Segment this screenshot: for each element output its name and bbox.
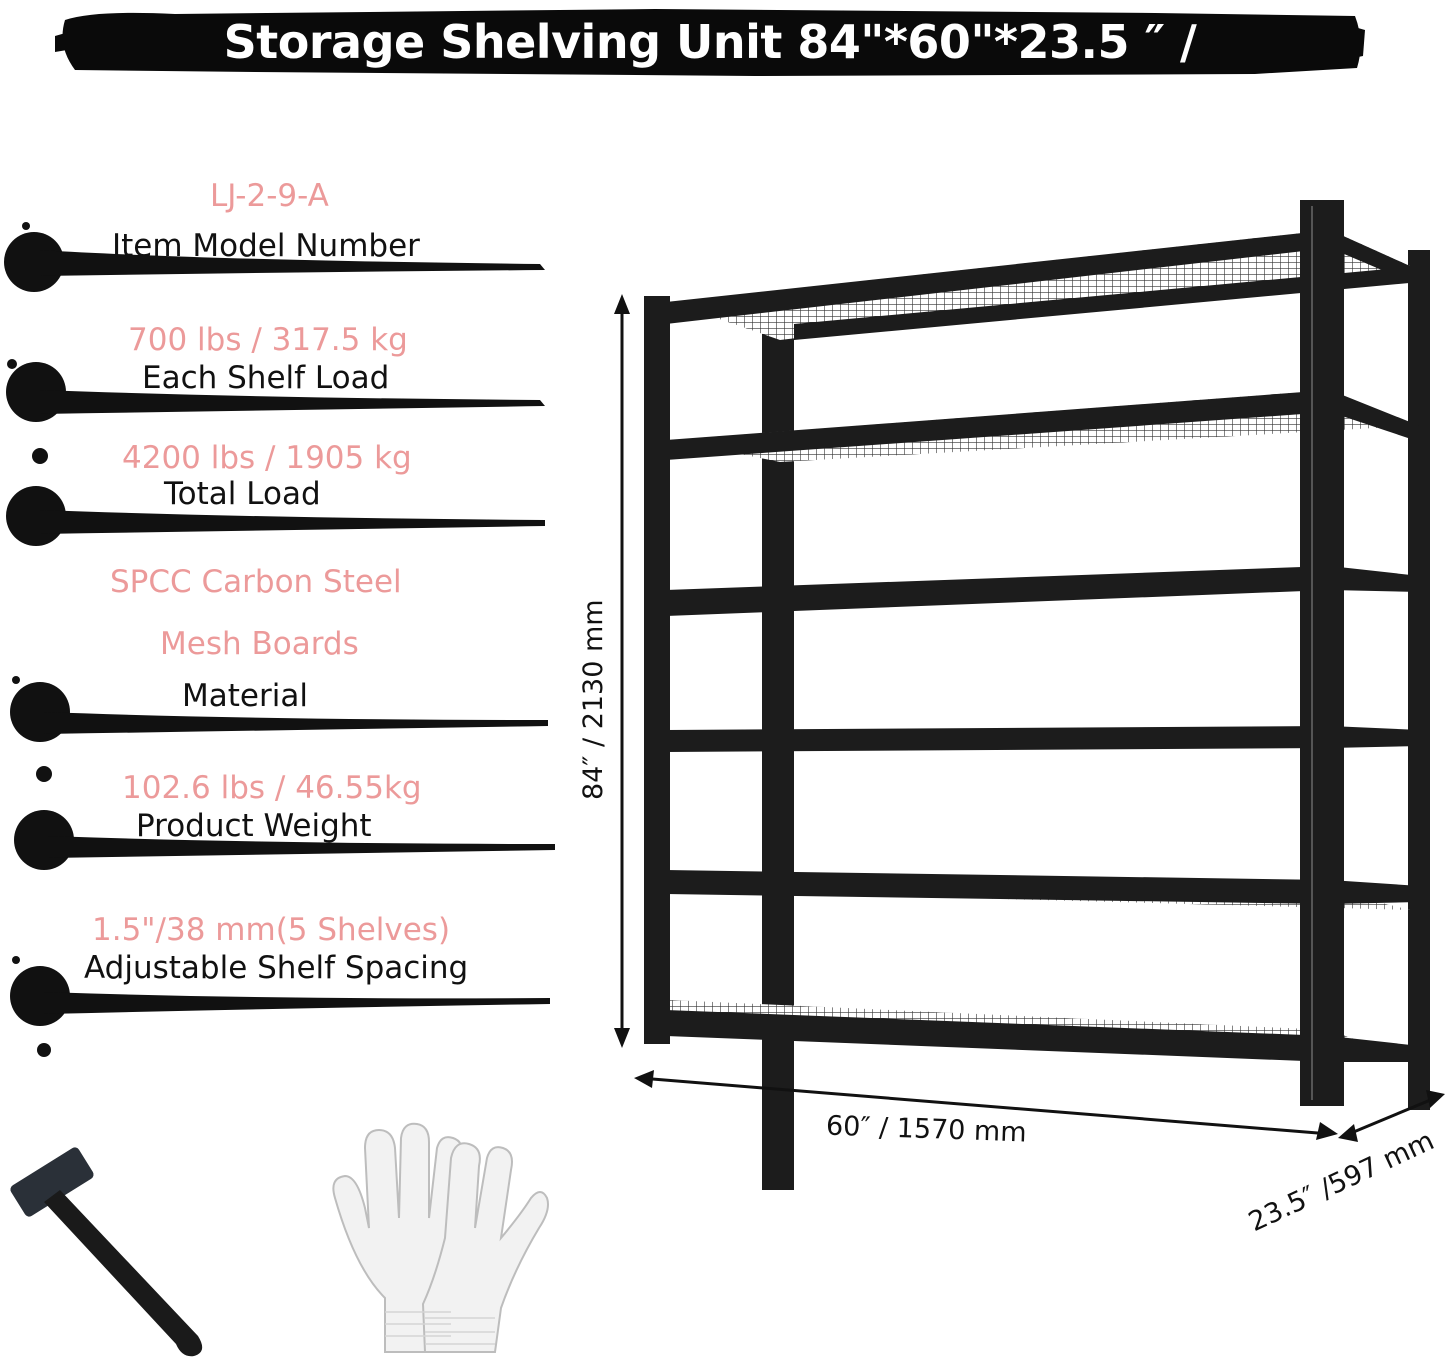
spec-value: 4200 lbs / 1905 kg <box>122 440 412 476</box>
front-left-post <box>644 296 670 1044</box>
brush-stroke-banner <box>55 9 1365 76</box>
spec-value: 1.5"/38 mm(5 Shelves) <box>92 912 451 948</box>
title-banner: Storage Shelving Unit 84"*60"*23.5 ″ / 2… <box>55 6 1365 141</box>
back-right-post <box>1408 250 1430 1110</box>
spec-value-secondary: Mesh Boards <box>160 626 359 662</box>
back-left-post <box>762 330 794 1190</box>
spec-label: Total Load <box>164 476 321 512</box>
shelf-beam <box>666 1010 1330 1062</box>
spec-value: LJ-2-9-A <box>210 178 329 214</box>
gloves-icon <box>332 1122 549 1353</box>
spec-value: 102.6 lbs / 46.55kg <box>122 770 422 806</box>
shelf-beam <box>666 870 1330 904</box>
brush-underline <box>10 676 548 742</box>
hammer-icon <box>10 1147 203 1357</box>
shelf-beam <box>666 726 1330 752</box>
shelf-beam <box>666 230 1330 324</box>
spec-label: Product Weight <box>136 808 372 844</box>
width-dimension-line <box>639 1076 1331 1136</box>
shelf-beam <box>666 566 1330 616</box>
shelf-beam <box>666 390 1330 460</box>
spec-label: Adjustable Shelf Spacing <box>84 950 469 986</box>
depth-dimension-line <box>1343 1094 1441 1138</box>
front-right-post <box>1300 200 1344 1106</box>
brush-underline <box>14 766 555 870</box>
brush-underline <box>4 222 545 292</box>
spec-value: 700 lbs / 317.5 kg <box>128 322 408 358</box>
brush-underline <box>10 956 550 1057</box>
spec-value: SPCC Carbon Steel <box>110 564 402 600</box>
spec-label: Material <box>182 678 308 714</box>
height-dimension-label: 84″ / 2130 mm <box>578 599 609 800</box>
brush-underline <box>6 448 545 546</box>
spec-label: Each Shelf Load <box>142 360 390 396</box>
shelving-unit-illustration <box>614 200 1445 1190</box>
brush-underline <box>6 359 545 422</box>
page-title: Storage Shelving Unit 84"*60"*23.5 ″ / 2… <box>223 15 1197 141</box>
